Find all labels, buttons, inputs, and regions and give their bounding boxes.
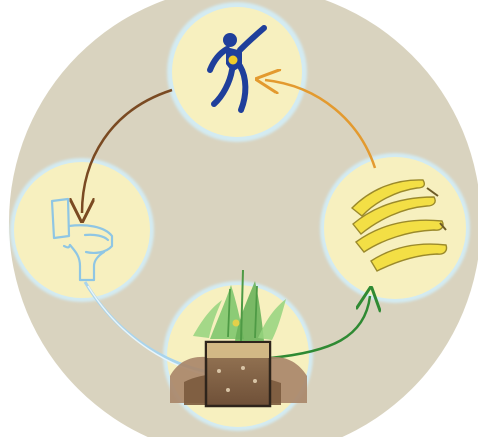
person-node xyxy=(172,7,302,137)
toilet-node xyxy=(14,162,150,298)
